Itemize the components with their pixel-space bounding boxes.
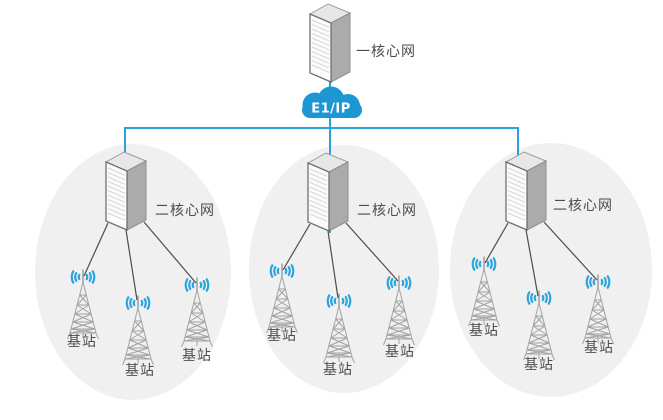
link-right-station-1 <box>484 222 509 264</box>
base-station-label-right-1: 基站 <box>469 323 499 339</box>
base-station-label-middle-1: 基站 <box>267 328 297 344</box>
base-station-label-right-2: 基站 <box>524 357 554 373</box>
link-middle-station-3 <box>345 222 399 282</box>
link-right-station-3 <box>543 221 598 281</box>
core-server-icon <box>309 3 351 83</box>
base-station-label-right-3: 基站 <box>584 340 614 356</box>
link-left-station-1 <box>83 222 109 277</box>
access-links <box>83 221 598 301</box>
regional-server-label-right: 二核心网 <box>553 198 613 214</box>
link-left-station-3 <box>143 221 197 284</box>
regional-server-icon-middle <box>307 152 349 232</box>
e1ip-cloud-label: E1/IP <box>311 101 351 117</box>
e1ip-cloud-icon <box>302 86 362 118</box>
link-middle-station-2 <box>327 230 339 299</box>
base-station-label-middle-2: 基站 <box>323 362 353 378</box>
link-left-station-2 <box>125 229 138 301</box>
regional-server-label-left: 二核心网 <box>155 203 215 219</box>
core-network-label: 一核心网 <box>356 44 416 60</box>
link-middle-station-1 <box>282 223 311 271</box>
base-station-label-left-2: 基站 <box>125 363 155 379</box>
regional-server-icon-left <box>105 151 147 231</box>
regional-server-icon-right <box>505 151 547 231</box>
link-right-station-2 <box>525 229 539 297</box>
regional-server-label-middle: 二核心网 <box>357 203 417 219</box>
base-station-label-left-3: 基站 <box>182 348 212 364</box>
base-station-label-left-1: 基站 <box>67 334 97 350</box>
base-station-label-middle-3: 基站 <box>385 344 415 360</box>
